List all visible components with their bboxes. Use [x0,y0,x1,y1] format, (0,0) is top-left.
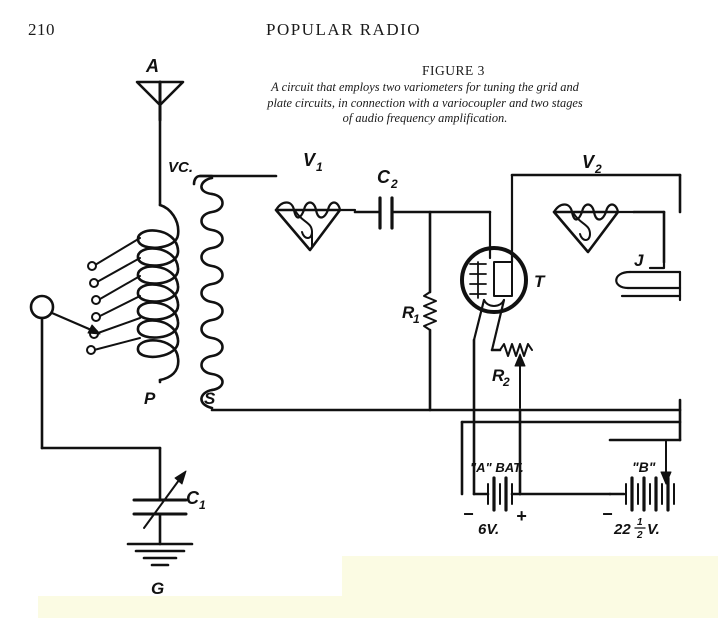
a-battery-label: "A" BAT. [470,460,524,475]
rheostat-r2 [490,343,533,496]
vacuum-tube [460,173,682,352]
primary-label: P [144,389,156,408]
rheostat-sub: 2 [502,375,510,389]
b-battery [608,439,675,512]
variometer2-label: V [582,152,596,172]
b-battery-minus: − [602,504,613,524]
grid-leak-label: R [402,303,415,322]
variocoupler-label: VC. [168,159,193,176]
b-battery-label: "B" [632,459,656,475]
jack-label: J [634,251,644,270]
phone-jack [615,260,682,302]
variometer-v2 [552,203,666,264]
b-voltage-denominator: 2 [636,530,643,541]
tap-switch [29,294,162,502]
variable-condenser-sub: 1 [199,498,206,512]
caption-line: of audio frequency amplification. [342,111,508,125]
b-battery-voltage: 22 1 2 V. [613,517,660,541]
magazine-title: POPULAR RADIO [266,20,422,39]
variometer2-sub: 2 [594,162,602,176]
ground-symbol [126,542,194,567]
figure-caption: A circuit that employs two variometers f… [205,80,645,127]
b-voltage-numerator: 1 [637,517,643,528]
paper-tint [38,596,718,618]
a-battery-minus: − [463,504,474,524]
variocoupler-secondary-coil [192,174,224,410]
antenna-label: A [145,56,159,76]
ground-label: G [151,579,164,598]
a-battery-plus: + [516,506,527,526]
a-battery-voltage: 6V. [478,521,499,538]
b-voltage-unit: V. [647,521,660,538]
variocoupler-primary-coil [136,203,180,384]
rheostat-label: R [492,366,505,385]
grid-condenser-label: C [377,167,391,187]
grid-condenser-sub: 2 [390,177,398,191]
variable-condenser-label: C [186,488,200,508]
grid-leak-r1 [423,210,437,412]
grid-condenser-c2 [353,196,492,230]
caption-line: A circuit that employs two variometers f… [271,80,579,94]
page-number: 210 [28,20,55,39]
antenna-symbol [135,80,185,207]
primary-taps [86,237,141,355]
b-voltage-whole: 22 [613,521,631,538]
variometer-v1 [274,201,357,252]
grid-leak-sub: 1 [413,312,420,326]
variometer1-sub: 1 [316,160,323,174]
secondary-label: S [204,389,216,408]
figure-title: FIGURE 3 [422,63,485,78]
variometer1-label: V [303,150,317,170]
caption-line: plate circuits, in connection with a var… [267,95,583,110]
variable-condenser-c1 [132,470,188,546]
tube-label: T [534,272,546,291]
a-battery [472,476,612,512]
